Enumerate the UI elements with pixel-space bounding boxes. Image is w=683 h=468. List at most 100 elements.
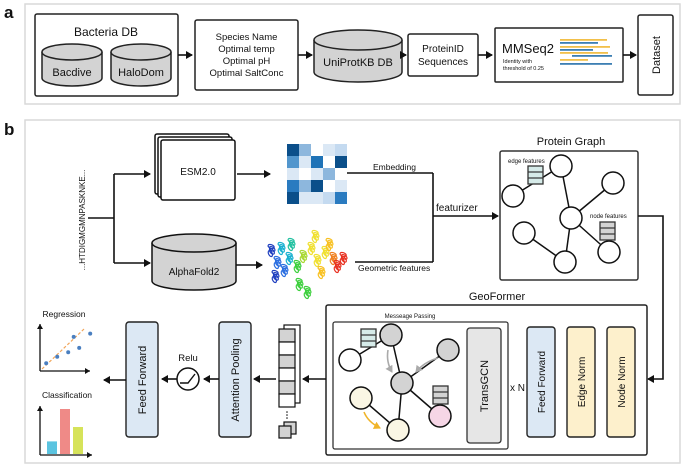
protein-helix [295, 283, 302, 292]
protein-helix [304, 287, 312, 294]
sequence-split-arrows [88, 170, 151, 267]
transgcn-label: TransGCN [479, 360, 491, 412]
protein-helix [312, 234, 319, 241]
protein-helix [314, 255, 322, 262]
node-embedding-stack [278, 324, 301, 439]
panel-b-label: b [4, 120, 14, 139]
regression-point [44, 361, 49, 366]
protein-helix [307, 247, 314, 256]
classification-chart [37, 406, 92, 458]
node-norm-block [606, 326, 636, 438]
attention-pooling-label: Attention Pooling [230, 338, 242, 421]
message-arrow-1 [385, 349, 393, 373]
protein-helix [271, 275, 278, 284]
uniprotkb-label: UniProtKB DB [323, 57, 393, 69]
protein-helix [280, 269, 287, 278]
protein-helix [273, 261, 280, 270]
alignment-bars [560, 39, 612, 65]
regression-point [71, 334, 76, 339]
embedding-cell [278, 393, 296, 408]
heatmap-cell [299, 180, 311, 192]
bacdive-label: Bacdive [52, 67, 91, 79]
dataset-box: Dataset [637, 14, 674, 96]
protein-helix [294, 261, 302, 268]
relu-label: Relu [178, 353, 198, 364]
heatmap-cell [287, 168, 299, 180]
protein-helix [267, 249, 274, 258]
alignment-bar [560, 59, 588, 61]
message-passing-label: Messeage Passing [385, 314, 436, 320]
protein-helix [274, 257, 282, 264]
alignment-bar [572, 55, 612, 57]
geometric-features-label: Geometric features [358, 263, 430, 273]
ellipsis-dot [286, 411, 288, 413]
regression-point [66, 350, 71, 355]
geoformer-feed-forward-block [526, 326, 556, 438]
heatmap-cell [311, 180, 323, 192]
alignment-bar [560, 42, 598, 44]
uniprotkb-db: UniProtKB DB [313, 29, 403, 83]
protein-helix [281, 265, 289, 272]
protein-helix [293, 265, 300, 274]
protein-helix [288, 239, 296, 246]
protein-helix [340, 256, 347, 263]
mmseq2-subtitle-1: Identity with [503, 59, 532, 65]
node-features-icon [599, 221, 616, 241]
embedding-cell [278, 380, 296, 395]
alphafold-label: AlphaFold2 [169, 267, 220, 278]
protein-helix [322, 250, 329, 257]
embedding-cell [278, 367, 296, 382]
protein-helix [318, 267, 326, 274]
heatmap-cell [287, 144, 299, 156]
embedding-heatmap [287, 144, 347, 204]
protein-helix [274, 260, 281, 267]
protein-helix [272, 274, 279, 281]
heatmap-cell [323, 180, 335, 192]
alignment-bar [560, 39, 607, 41]
optimal-temp-text: Optimal temp [218, 44, 275, 55]
species-name-text: Species Name [216, 32, 278, 43]
bacteria-db-title: Bacteria DB [74, 25, 138, 39]
mp-node-features-icon [432, 385, 449, 405]
sequences-text: Sequences [418, 57, 468, 68]
protein-helix [313, 259, 320, 268]
protein-sequence-text: ...HTDIGMGMNPASKNKE... [78, 170, 87, 271]
heatmap-cell [323, 156, 335, 168]
alignment-bar [560, 63, 612, 65]
protein-helix [314, 258, 321, 265]
feed-forward-label: Feed Forward [137, 346, 149, 414]
alignment-bar [560, 49, 593, 51]
protein-helix [286, 256, 293, 263]
protein-helix [339, 257, 346, 266]
ellipsis-dot [286, 414, 288, 416]
classification-bar [60, 409, 70, 454]
embedding-cell [278, 341, 296, 356]
repeat-label: x N [510, 383, 525, 394]
protein-helix [272, 271, 280, 278]
classification-bar [73, 427, 83, 454]
embedding-label: Embedding [373, 162, 416, 172]
protein-helix [300, 251, 308, 258]
proteinid-text: ProteinID [422, 44, 464, 55]
protein-helix [277, 247, 284, 256]
alignment-bar [560, 46, 610, 48]
regression-chart [37, 324, 93, 374]
protein-structure-image [267, 229, 348, 300]
heatmap-cell [299, 156, 311, 168]
heatmap-cell [287, 180, 299, 192]
heatmap-cell [287, 156, 299, 168]
classification-title: Classification [42, 390, 92, 400]
protein-helix [308, 246, 315, 253]
mp-edge-features-icon [360, 328, 377, 348]
arrow-graph-to-geoformer [638, 215, 664, 383]
protein-helix [330, 256, 337, 263]
mmseq2-box: MMSeq2 Identity with threshold of 0.25 [494, 27, 624, 83]
geoformer-feed-forward-label: Feed Forward [537, 351, 548, 413]
feature-merge-lines [347, 172, 499, 263]
protein-helix [299, 255, 306, 264]
protein-helix [303, 291, 310, 300]
heatmap-cell [311, 156, 323, 168]
heatmap-cell [311, 168, 323, 180]
protein-helix [318, 270, 325, 277]
heatmap-cell [299, 192, 311, 204]
